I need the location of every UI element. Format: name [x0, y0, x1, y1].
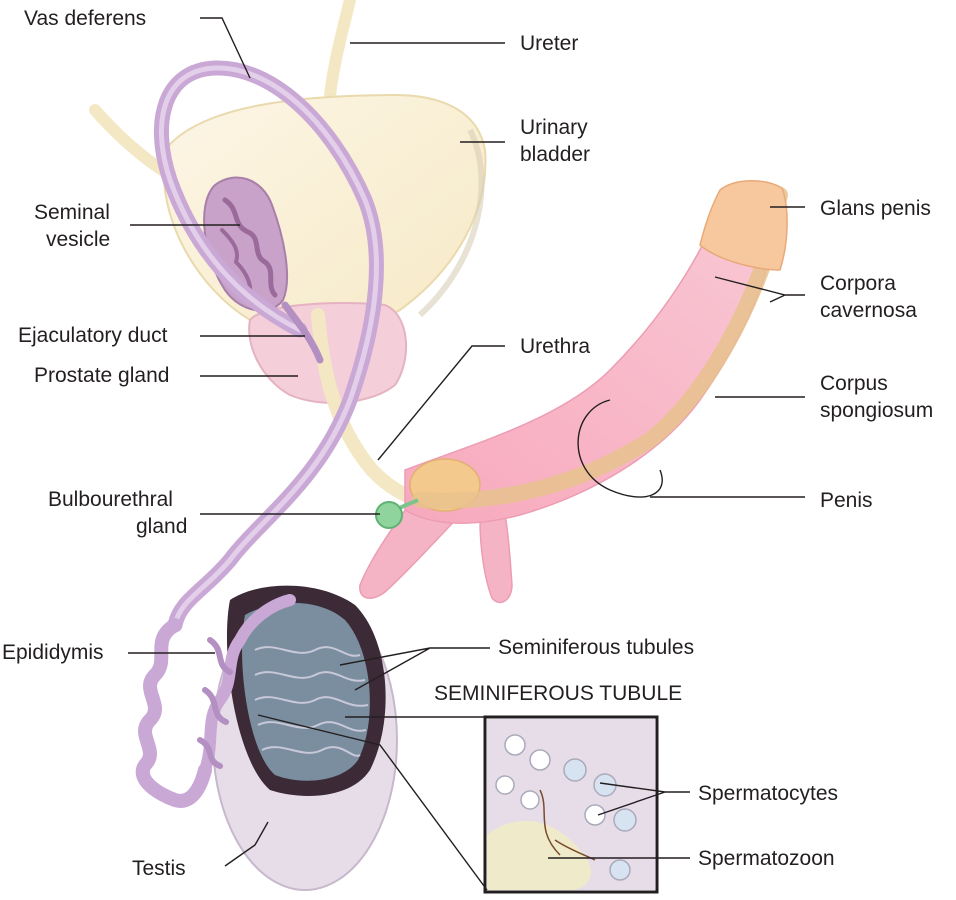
leader-lines: [128, 17, 805, 891]
ejaculatory-duct: [281, 301, 324, 364]
label-bulbourethral-gland-line1: Bulbourethral: [48, 488, 173, 511]
label-glans-penis: Glans penis: [820, 197, 931, 220]
label-vas-deferens: Vas deferens: [24, 7, 147, 30]
label-ejaculatory-duct: Ejaculatory duct: [18, 324, 168, 347]
label-spermatocytes: Spermatocytes: [698, 782, 839, 805]
label-seminal-vesicle-line1: Seminal: [34, 201, 110, 224]
label-seminiferous-tubule-title: SEMINIFEROUS TUBULE: [434, 682, 683, 705]
label-seminiferous-tubules: Seminiferous tubules: [498, 636, 695, 659]
glans-penis: [699, 180, 788, 271]
label-urethra: Urethra: [520, 335, 591, 358]
label-corpus-spongiosum-line2: spongiosum: [820, 399, 934, 422]
corpus-spongiosum: [412, 187, 788, 509]
label-spermatozoon: Spermatozoon: [698, 847, 835, 870]
label-bulbourethral-gland-line2: gland: [136, 515, 188, 538]
label-penis: Penis: [820, 489, 873, 512]
label-prostate-gland: Prostate gland: [34, 364, 170, 387]
penis: [359, 239, 771, 604]
label-epididymis: Epididymis: [2, 641, 104, 664]
label-seminal-vesicle-line2: vesicle: [46, 228, 111, 251]
testis: [212, 585, 398, 891]
label-corpus-spongiosum-line1: Corpus: [820, 372, 888, 395]
bulbourethral-gland: [375, 498, 419, 529]
seminiferous-tubules: [254, 646, 369, 757]
label-urinary-bladder-line2: bladder: [520, 143, 591, 166]
label-corpora-cavernosa-line2: cavernosa: [820, 299, 917, 322]
epididymis: [135, 594, 296, 808]
label-ureter: Ureter: [520, 32, 579, 55]
label-urinary-bladder-line1: Urinary: [520, 116, 588, 139]
label-testis: Testis: [132, 857, 186, 880]
label-corpora-cavernosa-line1: Corpora: [820, 272, 896, 295]
seminiferous-tubule-inset: [483, 715, 659, 894]
